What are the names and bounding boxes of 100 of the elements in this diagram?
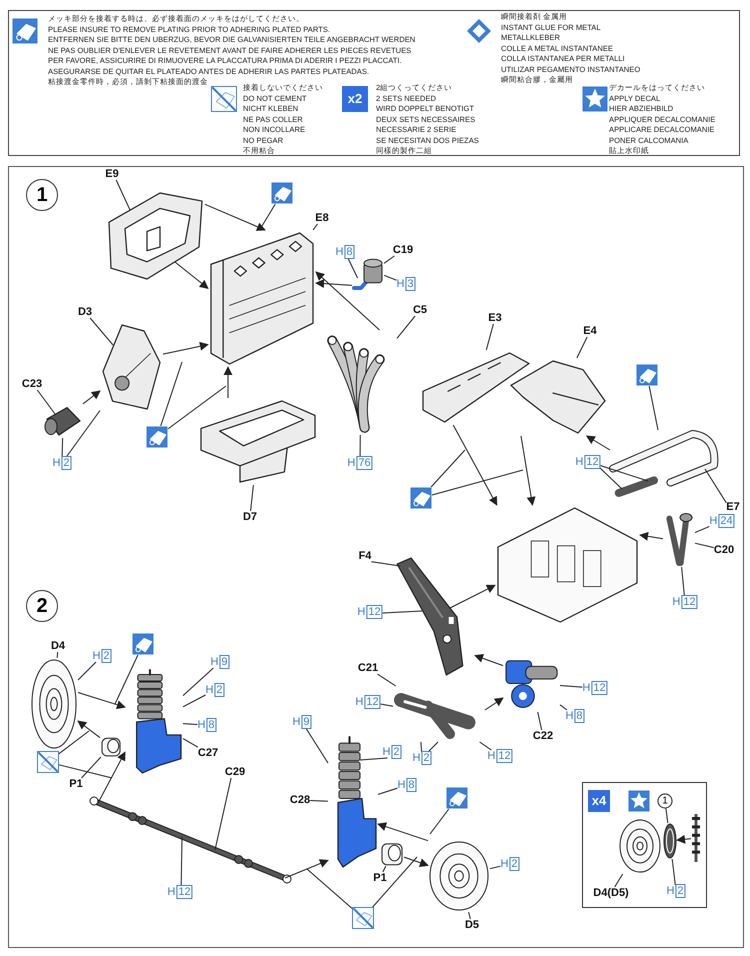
assembly-arrow: [520, 436, 536, 506]
assembly-arrow: [586, 436, 610, 450]
leader-line: [78, 662, 96, 680]
assembly-arrow: [639, 532, 664, 541]
leader-line: [428, 742, 438, 752]
part-number: E4: [583, 325, 597, 337]
leader-line: [430, 808, 450, 834]
gearbox-drawing: [495, 505, 640, 625]
leader-line: [672, 858, 676, 886]
no-cement-icon: [37, 751, 59, 773]
step-number: 1: [26, 179, 58, 211]
part-number: P1: [69, 778, 83, 790]
leader-line: [347, 258, 358, 278]
leader-line: [262, 204, 276, 226]
part-number: C21: [358, 662, 378, 674]
part-number: D5: [464, 919, 480, 931]
part-number: P1: [373, 872, 387, 884]
part-number: C5: [412, 304, 428, 316]
leader-line: [468, 912, 471, 920]
step-number: 2: [26, 590, 58, 622]
part-number: C28: [290, 794, 310, 806]
bell-housing-drawing: [100, 322, 163, 412]
part-number: F4: [358, 550, 372, 562]
leader-line: [486, 324, 494, 350]
leader-line: [360, 758, 388, 760]
assembly-arrow: [77, 720, 100, 738]
part-number: C23: [22, 378, 42, 390]
part-number: E7: [726, 501, 740, 513]
part-number: C20: [714, 544, 734, 556]
pipe-drawing: [610, 430, 720, 500]
leader-line: [250, 484, 254, 512]
leader-line: [310, 800, 328, 802]
leader-line: [36, 390, 56, 414]
leader-line: [182, 694, 206, 708]
assembly-arrow: [174, 262, 209, 289]
assembly-arrow: [162, 342, 209, 355]
leader-line: [180, 836, 182, 886]
leader-line: [432, 470, 524, 496]
detail-inset-panel: [582, 782, 707, 908]
leader-line: [62, 438, 64, 458]
leader-line: [378, 788, 398, 795]
leader-line: [58, 730, 90, 754]
plating-removal-icon: [410, 487, 432, 509]
assembly-arrow: [450, 584, 496, 608]
leader-line: [160, 362, 182, 426]
leader-line: [614, 874, 624, 888]
valve-cover-drawing: [420, 350, 532, 425]
brake-disc-drawing: [30, 658, 78, 750]
leader-line: [306, 868, 352, 909]
decal-sheet-drawing: [691, 813, 701, 863]
engine-block-drawing: [208, 230, 316, 367]
assembly-arrow: [484, 698, 504, 710]
assembly-arrow: [676, 834, 692, 844]
leader-line: [56, 652, 58, 658]
leader-line: [312, 224, 318, 230]
part-number: D4(D5): [593, 887, 629, 899]
leader-line: [384, 256, 395, 264]
intake-part-drawing: [508, 358, 608, 436]
assembly-arrow: [452, 424, 498, 506]
leader-line: [380, 704, 394, 707]
part-number: C19: [392, 244, 414, 256]
leader-line: [430, 450, 466, 488]
leader-line: [305, 728, 328, 764]
leader-line: [376, 674, 396, 686]
plating-removal-icon: [132, 633, 154, 655]
part-number: C29: [224, 766, 246, 778]
brake-disc-drawing: [428, 840, 490, 912]
assembly-arrow: [315, 271, 380, 330]
assembly-arrow: [404, 856, 429, 867]
part-number: D4: [50, 640, 66, 652]
leader-line: [168, 386, 226, 430]
part-number: D7: [242, 511, 258, 523]
cylinder-part-drawing: [362, 258, 384, 284]
leader-line: [116, 180, 130, 210]
quantity-badge: x4: [588, 790, 610, 812]
assembly-arrow: [82, 390, 101, 404]
assembly-arrow: [284, 859, 329, 878]
leader-line: [576, 336, 588, 358]
leader-line: [694, 542, 714, 548]
part-number: C27: [198, 747, 218, 759]
leader-line: [384, 274, 397, 281]
oil-pan-drawing: [198, 398, 318, 485]
decal-drawing: [663, 823, 677, 859]
leader-line: [537, 712, 542, 730]
part-number: C22: [532, 730, 554, 742]
leader-line: [665, 808, 668, 824]
leader-line: [600, 465, 648, 482]
assembly-arrow: [78, 692, 126, 710]
leader-line: [370, 561, 400, 566]
assembly-arrow: [204, 204, 266, 231]
leader-line: [66, 410, 100, 458]
plating-removal-icon: [146, 426, 168, 448]
leader-line: [600, 468, 622, 490]
leader-line: [396, 316, 416, 339]
leader-line: [560, 685, 583, 688]
leader-line: [560, 704, 568, 710]
plating-removal-icon: [446, 787, 468, 809]
decal-number: 1: [658, 794, 672, 808]
bushing-drawing: [100, 735, 122, 757]
leader-line: [360, 434, 361, 458]
